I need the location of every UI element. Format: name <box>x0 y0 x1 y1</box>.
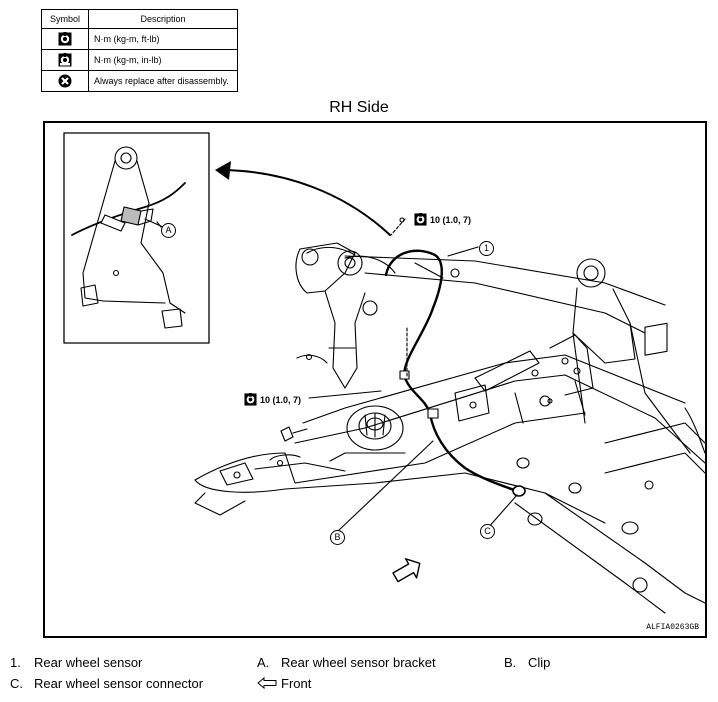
inset-control-arm <box>71 146 186 329</box>
torque-value: 10 (1.0, 7) <box>260 394 302 405</box>
legend-row-desc: N·m (kg-m, ft-lb) <box>88 28 238 50</box>
key-id: C. <box>10 676 23 691</box>
replace-icon <box>58 74 72 88</box>
subframe-assembly <box>194 242 705 614</box>
key-label: Rear wheel sensor <box>34 655 143 670</box>
leader-c <box>486 494 518 530</box>
key-id: 1. <box>10 655 21 670</box>
torque-label-lower: 10 (1.0, 7) <box>244 393 301 406</box>
key-id: A. <box>257 655 270 670</box>
callout-c: C <box>480 524 495 539</box>
legend-row-desc: N·m (kg-m, in-lb) <box>88 49 238 71</box>
key-label: Rear wheel sensor bracket <box>281 655 436 670</box>
key-label: Front <box>281 676 312 691</box>
front-arrow-icon <box>257 677 277 689</box>
legend-header-symbol: Symbol <box>41 9 89 29</box>
key-label: Rear wheel sensor connector <box>34 676 204 691</box>
torque-wrench-icon <box>244 393 257 406</box>
callout-b: B <box>330 530 345 545</box>
torque-label-upper: 10 (1.0, 7) <box>414 213 471 226</box>
figure-code: ALFIA0263GB <box>646 623 699 632</box>
torque-value: 10 (1.0, 7) <box>430 214 472 225</box>
legend-header-description: Description <box>88 9 238 29</box>
leader-a <box>156 221 162 228</box>
leader-b <box>337 440 434 532</box>
suspension-drawing <box>63 132 705 614</box>
torque-wrench-icon <box>414 213 427 226</box>
leader-lower-torque <box>308 390 382 399</box>
torque-wrench-icon <box>58 32 72 46</box>
inset-detail-box <box>63 132 210 344</box>
callout-1: 1 <box>479 241 494 256</box>
callout-a: A <box>161 223 176 238</box>
front-direction-arrow <box>392 558 421 583</box>
key-label: Clip <box>528 655 551 670</box>
symbol-legend-table: Symbol Description N·m (kg-m, ft-lb) N·m… <box>41 9 238 92</box>
view-title: RH Side <box>329 99 389 116</box>
leader-1 <box>447 246 479 257</box>
legend-row-desc: Always replace after disassembly. <box>88 70 238 92</box>
torque-wrench-inlb-icon <box>58 53 72 67</box>
key-id: B. <box>504 655 517 670</box>
illustration-frame: 10 (1.0, 7) 10 (1.0, 7) 1 A B C ALFIA026… <box>43 121 707 638</box>
